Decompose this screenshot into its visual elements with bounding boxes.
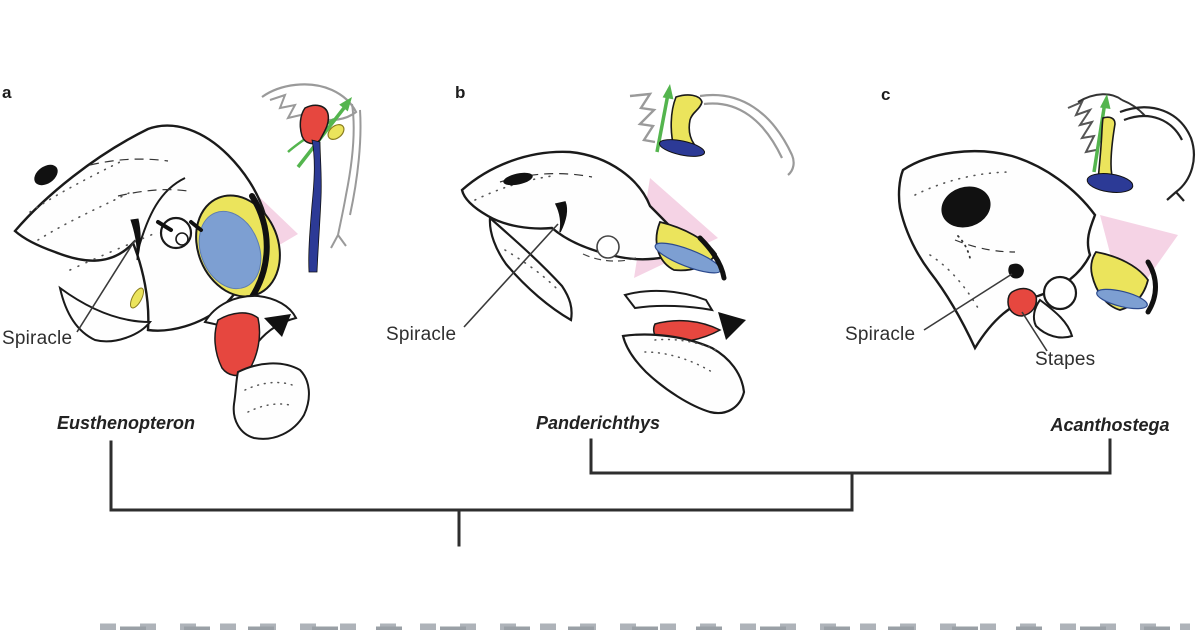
inset-b-yellow-hook <box>670 94 703 149</box>
skull-b-stipple2 <box>504 249 561 293</box>
species-label-panderichthys: Panderichthys <box>535 413 661 433</box>
panel-letter-b: b <box>455 83 466 102</box>
arrowhead-marker-b <box>718 312 746 340</box>
leader-line-spiracle-c <box>923 273 1013 331</box>
leader-line-stapes-c <box>1021 311 1048 352</box>
eye-a <box>34 164 58 186</box>
stapes-red-c <box>1007 287 1038 317</box>
jaw-yellow-sliver-a <box>129 287 145 309</box>
closeup-a-lower-bone <box>232 362 310 440</box>
green-arrow-icon-a <box>339 97 352 112</box>
eye-c <box>941 186 991 228</box>
panel-letter-a: a <box>2 83 12 102</box>
inset-a-yellow-bit <box>327 124 345 140</box>
jaw-c <box>1032 298 1074 339</box>
panel-letter-c: c <box>881 85 891 104</box>
otic-capsule-c <box>1042 275 1078 311</box>
ear-rim-c <box>1145 259 1158 315</box>
panel-c-drawing <box>897 150 1178 351</box>
inset-a-roof-outline <box>261 83 358 122</box>
inset-a-roof-jags <box>269 93 306 120</box>
skull-b-suture <box>499 172 593 183</box>
skull-a-suture1 <box>89 158 169 166</box>
jaw-a <box>58 285 153 343</box>
leader-line-spiracle-a <box>76 239 136 333</box>
ear-rim-a <box>247 193 270 303</box>
eye-b <box>503 172 533 186</box>
otic-black-bits-a <box>156 220 203 232</box>
eye-c-dots <box>957 235 971 259</box>
skull-c-suture <box>954 239 1016 253</box>
skull-a-suture2 <box>117 189 189 197</box>
skull-b-stipple1 <box>474 175 553 201</box>
caption-cutoff-strip <box>100 623 1190 630</box>
skull-c <box>897 150 1097 351</box>
ear-blue-a <box>198 210 262 290</box>
skull-a-stipple3 <box>69 231 159 271</box>
quadrate-circle-b <box>596 235 620 259</box>
spiracular-cleft-a <box>130 218 141 261</box>
inset-b-gray-arcs <box>699 93 795 176</box>
inset-cross-section-b <box>629 84 795 176</box>
skull-a-stipple2 <box>37 189 136 241</box>
green-arrow-icon-b <box>662 84 674 100</box>
inset-a-red-hyomandibula <box>299 104 330 145</box>
inset-b-navy-blob <box>658 139 706 157</box>
closeup-a-stipple <box>244 381 296 413</box>
inset-a-cheek-strip <box>330 103 362 249</box>
inset-b-zigzag <box>629 92 657 144</box>
closeup-a <box>203 294 310 440</box>
ear-rim-b <box>697 235 727 281</box>
species-label-acanthostega: Acanthostega <box>1050 415 1170 435</box>
inset-cross-section-c <box>1067 93 1195 202</box>
otic-inner-a <box>175 232 189 246</box>
jaw-b <box>488 215 573 322</box>
inset-c-black-arc <box>1119 106 1195 202</box>
closeup-b-lower-bone <box>621 333 746 415</box>
phylogenetic-tree <box>109 438 1112 547</box>
panel-a-drawing <box>13 124 298 343</box>
stapes-label-c: Stapes <box>1035 349 1096 370</box>
skull-b-dash-curve <box>582 253 637 262</box>
inset-c-jags <box>1067 100 1097 154</box>
inset-a-navy-bar <box>308 139 322 273</box>
arrowhead-marker-a <box>264 314 291 337</box>
panel-b-drawing <box>460 150 727 322</box>
inset-c-navy-footplate <box>1086 173 1134 193</box>
green-arrow-icon-c <box>1100 94 1111 109</box>
spiracle-label-c: Spiracle <box>845 324 916 345</box>
leader-line-spiracle-b <box>463 223 559 328</box>
green-arrow-shaft-b <box>655 93 670 153</box>
ear-blue-c <box>1096 288 1148 310</box>
closeup-b <box>621 289 746 415</box>
skull-a-cheek-line <box>137 177 186 251</box>
spiracle-label-b: Spiracle <box>386 324 457 345</box>
spiracular-notch-b <box>554 201 568 233</box>
closeup-b-stipple <box>644 338 717 373</box>
spiracle-label-a: Spiracle <box>2 328 73 349</box>
inset-cross-section-a <box>261 83 362 273</box>
closeup-b-top-bone <box>623 289 714 312</box>
species-label-eusthenopteron: Eusthenopteron <box>57 413 195 433</box>
green-arrow-shaft-c <box>1092 101 1107 173</box>
